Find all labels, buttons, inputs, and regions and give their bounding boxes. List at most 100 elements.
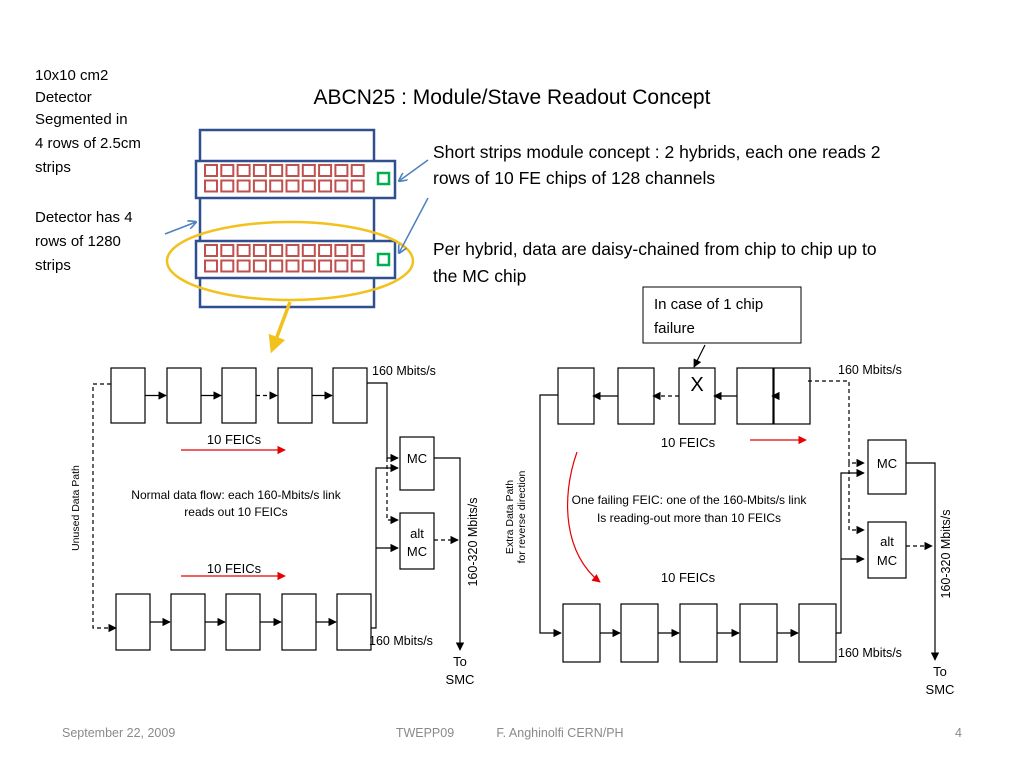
slide-title: ABCN25 : Module/Stave Readout Concept	[314, 86, 711, 109]
fe-chip	[220, 259, 235, 273]
to-smc-label: SMC	[446, 672, 475, 687]
to-smc-label: To	[453, 654, 467, 669]
feic-chip	[332, 367, 368, 424]
fe-chip	[252, 259, 267, 273]
fe-chip	[269, 164, 284, 177]
fe-chip	[350, 259, 365, 273]
extra-path-label: Extra Data Path	[504, 480, 516, 554]
note-line: Detector	[35, 89, 92, 106]
fe-chip	[204, 244, 218, 257]
mc-chip	[867, 439, 907, 495]
flow-note: Normal data flow: each 160-Mbits/s link	[131, 488, 341, 502]
extra-path-label: for reverse direction	[516, 470, 528, 563]
fe-chip	[204, 259, 218, 273]
fe-chip	[204, 179, 218, 193]
note-line: Per hybrid, data are daisy-chained from …	[433, 239, 877, 259]
rate-top-label: 160 Mbits/s	[838, 363, 902, 377]
smc-output	[434, 457, 465, 651]
feic-chip	[679, 603, 718, 663]
feic-chip	[221, 367, 257, 424]
fe-chip	[318, 164, 333, 177]
feic-chip	[678, 367, 716, 425]
feic-chip	[281, 593, 317, 651]
fe-chip	[252, 244, 267, 257]
fe-chip	[301, 164, 316, 177]
rate-bottom-label: 160 Mbits/s	[838, 646, 902, 660]
fe-chip	[285, 164, 300, 177]
footer: September 22, 2009 TWEPP09 F. Anghinolfi…	[62, 726, 962, 740]
rate-top-label: 160 Mbits/s	[372, 364, 436, 378]
module-drawing	[164, 128, 429, 354]
alt-mc-chip	[867, 521, 907, 579]
alt-link-dashed	[386, 458, 399, 525]
feics-top-label: 10 FEICs	[207, 432, 262, 447]
fe-chip	[318, 259, 333, 273]
fe-chip	[220, 179, 235, 193]
note-line: rows of 10 FE chips of 128 channels	[433, 168, 715, 188]
normal-flow-diagram: Unused Data Path 160 Mbits/s 160 Mbits/s…	[70, 364, 480, 687]
flow-note: reads out 10 FEICs	[184, 505, 287, 519]
fe-chip	[285, 259, 300, 273]
feic-chip	[773, 367, 811, 425]
fe-chip	[269, 244, 284, 257]
output-rate-label: 160-320 Mbits/s	[939, 510, 953, 599]
fe-chip	[236, 164, 251, 177]
alt-link-dashed	[848, 463, 865, 535]
fe-chip-grid-top	[204, 164, 365, 193]
fe-chip	[318, 179, 333, 193]
footer-event: TWEPP09	[396, 726, 454, 740]
fe-chip	[301, 259, 316, 273]
feic-chip	[620, 603, 659, 663]
module-size-note: 10x10 cm2 Detector Segmented in 4 rows o…	[35, 67, 141, 176]
fe-chip	[252, 179, 267, 193]
to-smc-label: SMC	[926, 682, 955, 697]
feic-chip	[166, 367, 202, 424]
fe-chip	[334, 259, 349, 273]
output-rate-label: 160-320 Mbits/s	[466, 498, 480, 587]
feic-chip	[336, 593, 372, 651]
alt-mc-chip	[399, 512, 435, 570]
failed-chip-marker: X	[690, 374, 703, 396]
detector-rows-note: Detector has 4 rows of 1280 strips	[35, 209, 133, 274]
feics-bottom-label: 10 FEICs	[661, 570, 716, 585]
note-line: Detector has 4	[35, 209, 133, 226]
fe-chip	[220, 164, 235, 177]
short-strips-note: Short strips module concept : 2 hybrids,…	[433, 142, 880, 188]
note-line: strips	[35, 257, 71, 274]
fe-chip	[220, 244, 235, 257]
bottom-fe-chip-chain	[562, 603, 837, 663]
chip-failure-callout: In case of 1 chip failure	[642, 286, 802, 368]
fe-chip	[334, 164, 349, 177]
bottom-link	[836, 468, 865, 634]
feic-chip	[277, 367, 313, 424]
feics-top-label: 10 FEICs	[661, 435, 716, 450]
feic-chip	[115, 593, 151, 651]
to-smc-label: To	[933, 664, 947, 679]
feic-chip	[557, 367, 595, 425]
fe-chip	[334, 244, 349, 257]
top-fe-chip-chain	[110, 367, 368, 424]
highlight-ellipse	[165, 220, 415, 302]
mc-label: MC	[407, 451, 427, 466]
alt-mc-label: alt	[880, 534, 894, 549]
bottom-fe-chip-chain	[115, 593, 372, 651]
fe-chip	[204, 164, 218, 177]
highlight-pointer-arrow	[268, 301, 292, 354]
module-frame	[198, 128, 376, 309]
callout-line: failure	[654, 320, 695, 337]
annotation-arrow	[399, 197, 429, 253]
rate-bottom-label: 160 Mbits/s	[369, 634, 433, 648]
callout-line: In case of 1 chip	[654, 296, 763, 313]
feic-chip	[110, 367, 146, 424]
reverse-flow-arrow	[567, 451, 601, 583]
note-line: strips	[35, 159, 71, 176]
note-line: the MC chip	[433, 266, 526, 286]
callout-pointer	[693, 344, 706, 368]
top-link	[367, 382, 399, 463]
unused-data-path	[92, 383, 117, 633]
feic-chip	[617, 367, 655, 425]
callout-box	[642, 286, 802, 344]
fe-chip	[236, 179, 251, 193]
smc-output	[906, 462, 940, 661]
feic-chip	[562, 603, 601, 663]
